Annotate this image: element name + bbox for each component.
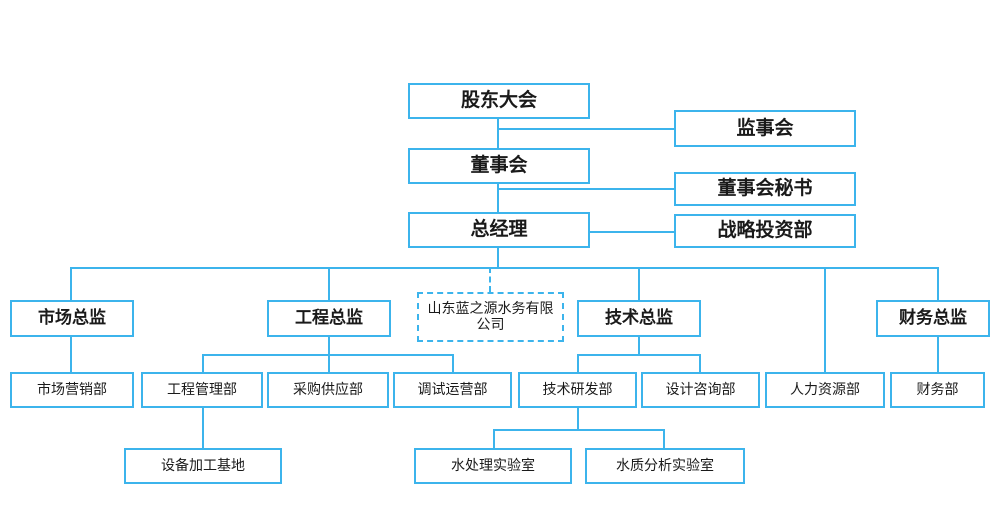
connector-subbus-to-design — [699, 354, 701, 372]
connector-subbus-to-procurement — [328, 354, 330, 372]
node-label: 市场营销部 — [37, 381, 107, 398]
connector-finance-director-to-finance-dept — [937, 337, 939, 372]
connector-engineering-director-down — [328, 337, 330, 355]
node-market-director[interactable]: 市场总监 — [10, 300, 134, 337]
connector-bus-to-finance-director — [937, 267, 939, 300]
node-general-manager[interactable]: 总经理 — [408, 212, 590, 248]
node-label: 技术研发部 — [542, 381, 613, 398]
connector-bus-to-hr-dept — [824, 267, 826, 372]
node-label: 山东蓝之源水务有限公司 — [427, 300, 554, 333]
node-label: 总经理 — [470, 218, 528, 241]
connector-rd-to-labs — [577, 408, 579, 430]
node-label: 财务总监 — [899, 307, 967, 328]
node-finance-dept[interactable]: 财务部 — [890, 372, 985, 408]
connector-gm-to-bus — [497, 247, 499, 268]
node-shareholders-meeting[interactable]: 股东大会 — [408, 83, 590, 119]
node-board-of-supervisors[interactable]: 监事会 — [674, 110, 856, 147]
connector-engineering-subbus — [202, 354, 453, 356]
connector-bus-to-company-name — [489, 267, 491, 292]
connector-engineering-mgmt-to-base — [202, 408, 204, 448]
node-label: 人力资源部 — [790, 381, 860, 398]
node-design-consulting-dept[interactable]: 设计咨询部 — [641, 372, 760, 408]
node-technical-director[interactable]: 技术总监 — [577, 300, 701, 337]
node-label: 水处理实验室 — [451, 457, 535, 474]
node-label: 采购供应部 — [293, 381, 363, 398]
connector-subbus-to-water-quality-lab — [663, 429, 665, 448]
connector-bus-to-engineering-director — [328, 267, 330, 300]
node-label: 技术总监 — [605, 307, 673, 328]
connector-subbus-to-engineering-mgmt — [202, 354, 204, 372]
connector-shareholders-to-board — [497, 118, 499, 148]
node-engineering-management-dept[interactable]: 工程管理部 — [141, 372, 263, 408]
connector-spine-to-supervisors — [497, 128, 674, 130]
connector-subbus-to-commissioning — [452, 354, 454, 372]
node-water-quality-analysis-lab[interactable]: 水质分析实验室 — [585, 448, 745, 484]
connector-lab-subbus — [493, 429, 665, 431]
node-board-of-directors[interactable]: 董事会 — [408, 148, 590, 184]
connector-subbus-to-water-treatment-lab — [493, 429, 495, 448]
node-label: 战略投资部 — [717, 219, 813, 242]
node-label: 调试运营部 — [417, 381, 488, 398]
node-label: 股东大会 — [460, 89, 537, 112]
node-label: 监事会 — [736, 116, 794, 139]
connector-board-to-gm — [497, 183, 499, 212]
connector-bus-to-technical-director — [638, 267, 640, 300]
node-marketing-dept[interactable]: 市场营销部 — [10, 372, 134, 408]
connector-market-director-to-marketing — [70, 337, 72, 372]
connector-gm-to-strategic-investment — [589, 231, 674, 233]
node-label: 工程管理部 — [167, 381, 237, 398]
node-company-name: 山东蓝之源水务有限公司 — [417, 292, 564, 342]
connector-spine-to-board-secretary — [497, 188, 674, 190]
connector-main-bus — [70, 267, 939, 269]
node-label: 水质分析实验室 — [616, 457, 714, 474]
node-strategic-investment-dept[interactable]: 战略投资部 — [674, 214, 856, 248]
node-label: 工程总监 — [295, 307, 363, 328]
node-human-resources-dept[interactable]: 人力资源部 — [765, 372, 885, 408]
node-label: 设备加工基地 — [161, 457, 245, 474]
connector-technical-subbus — [577, 354, 701, 356]
node-water-treatment-lab[interactable]: 水处理实验室 — [414, 448, 572, 484]
node-label: 董事会秘书 — [717, 177, 813, 200]
node-label: 董事会 — [470, 154, 528, 177]
connector-subbus-to-rd — [577, 354, 579, 372]
node-label: 设计咨询部 — [665, 381, 736, 398]
node-label: 市场总监 — [38, 307, 106, 328]
node-procurement-supply-dept[interactable]: 采购供应部 — [267, 372, 389, 408]
node-technical-rd-dept[interactable]: 技术研发部 — [518, 372, 637, 408]
connector-technical-director-down — [638, 337, 640, 355]
node-finance-director[interactable]: 财务总监 — [876, 300, 990, 337]
connector-bus-to-market-director — [70, 267, 72, 300]
node-commissioning-operations-dept[interactable]: 调试运营部 — [393, 372, 512, 408]
node-equipment-processing-base[interactable]: 设备加工基地 — [124, 448, 282, 484]
node-engineering-director[interactable]: 工程总监 — [267, 300, 391, 337]
node-label: 财务部 — [916, 381, 959, 398]
node-board-secretary[interactable]: 董事会秘书 — [674, 172, 856, 206]
